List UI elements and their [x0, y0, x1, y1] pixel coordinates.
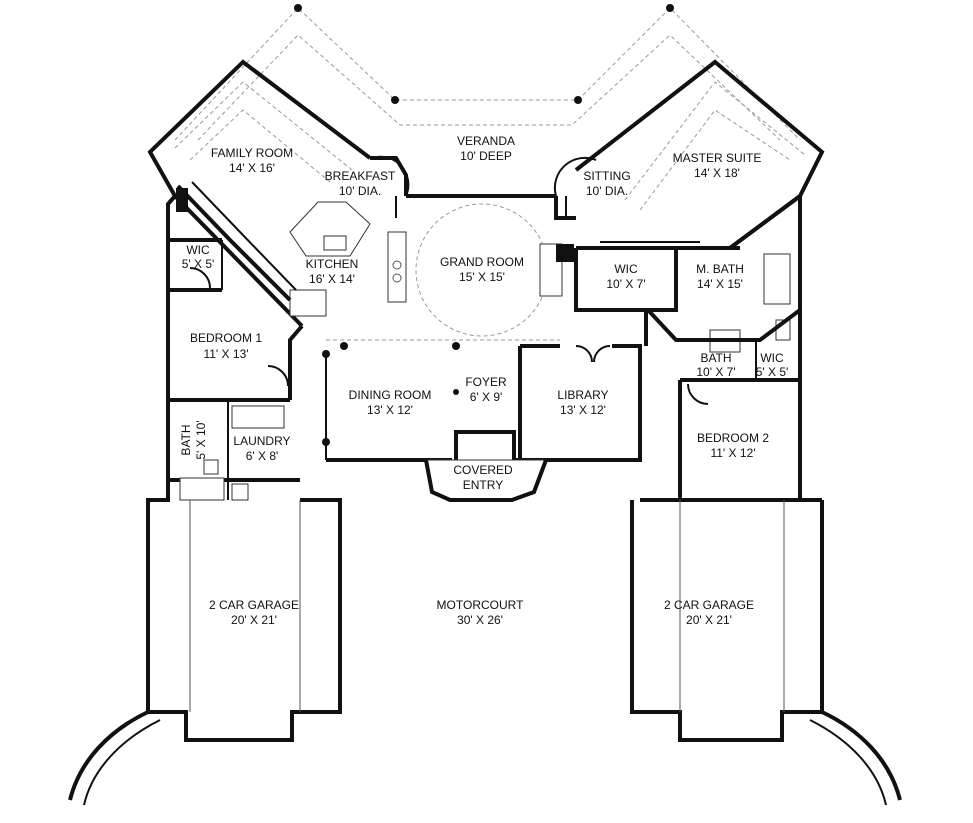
grand-room-walls [395, 194, 574, 337]
kitchen-fixtures [176, 181, 407, 317]
garage-right-size: 20' X 21' [686, 613, 732, 627]
laundry-label: LAUNDRY [233, 434, 290, 448]
bath2-size: 10' X 7' [696, 365, 735, 379]
bath-left-size: 5' X 10' [194, 420, 208, 459]
veranda-label: VERANDA [457, 134, 515, 148]
dining-label: DINING ROOM [349, 388, 432, 402]
wic-left-size: 5' X 5' [182, 257, 215, 271]
covered-entry-label: COVERED [453, 463, 513, 477]
wic-right-size: 5' X 5' [756, 365, 789, 379]
motorcourt-label: MOTORCOURT [437, 598, 525, 612]
bedroom2-walls [640, 380, 822, 502]
foyer-label: FOYER [465, 375, 507, 389]
bedroom1-label: BEDROOM 1 [190, 331, 262, 345]
breakfast-label: BREAKFAST [325, 169, 396, 183]
bath2-label: BATH [700, 351, 731, 365]
family-room-size: 14' X 16' [229, 161, 275, 175]
garage-right-label: 2 CAR GARAGE [664, 598, 754, 612]
kitchen-size: 16' X 14' [309, 272, 355, 286]
left-garage-walls [68, 498, 342, 806]
m-bath-size: 14' X 15' [697, 277, 743, 291]
room-labels: VERANDA 10' DEEP FAMILY ROOM 14' X 16' B… [179, 134, 788, 627]
laundry-size: 6' X 8' [246, 449, 279, 463]
wic-left-label: WIC [186, 243, 210, 257]
covered-entry-sublabel: ENTRY [463, 478, 503, 492]
grand-room-label: GRAND ROOM [440, 255, 524, 269]
wic-master-label: WIC [614, 262, 638, 276]
kitchen-label: KITCHEN [306, 257, 359, 271]
garage-left-label: 2 CAR GARAGE [209, 598, 299, 612]
garage-left-size: 20' X 21' [231, 613, 277, 627]
wic-master-size: 10' X 7' [606, 277, 645, 291]
grand-room-size: 15' X 15' [459, 270, 505, 284]
bedroom2-size: 11' X 12' [710, 446, 755, 460]
library-label: LIBRARY [557, 388, 608, 402]
veranda-size: 10' DEEP [460, 149, 512, 163]
library-size: 13' X 12' [560, 403, 606, 417]
center-rooms [322, 339, 642, 502]
foyer-size: 6' X 9' [470, 390, 503, 404]
wic-right-label: WIC [760, 351, 784, 365]
family-room-label: FAMILY ROOM [211, 146, 293, 160]
master-suite-label: MASTER SUITE [673, 151, 762, 165]
bedroom2-label: BEDROOM 2 [697, 431, 769, 445]
breakfast-size: 10' DIA. [339, 184, 381, 198]
bedroom1-size: 11' X 13' [203, 347, 248, 361]
master-bath-walls [574, 192, 802, 500]
m-bath-label: M. BATH [696, 262, 744, 276]
sitting-label: SITTING [583, 169, 630, 183]
veranda-outline [174, 4, 801, 141]
right-garage-walls [630, 500, 902, 806]
bath-left-label: BATH [179, 424, 193, 455]
master-suite-size: 14' X 18' [694, 166, 740, 180]
left-wing-walls [146, 194, 304, 712]
motorcourt-size: 30' X 26' [457, 613, 503, 627]
dining-size: 13' X 12' [367, 403, 413, 417]
sitting-size: 10' DIA. [586, 184, 628, 198]
